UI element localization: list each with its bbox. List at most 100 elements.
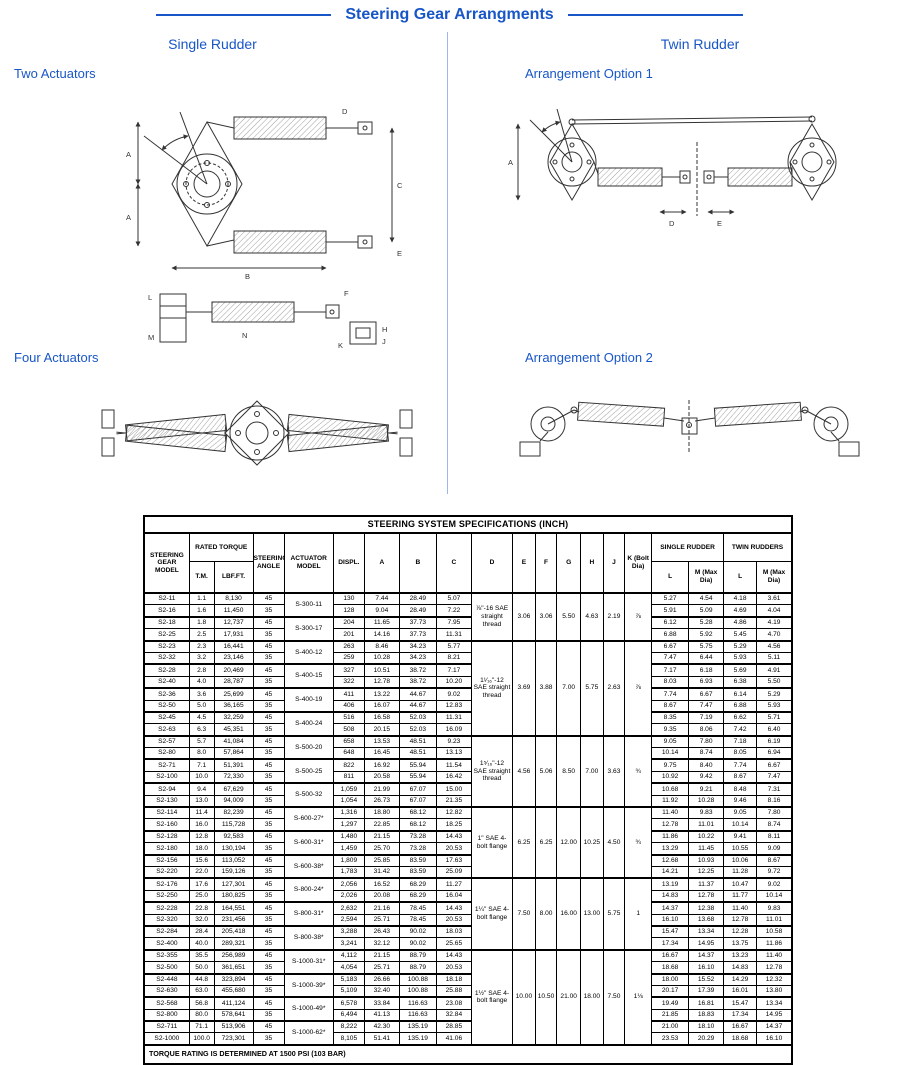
- angle-cell: 35: [252, 723, 285, 737]
- cell: 20.15: [363, 723, 400, 737]
- cell: 10.47: [723, 877, 758, 891]
- model-cell: S2-63: [143, 723, 190, 737]
- cell: 11.31: [435, 710, 472, 725]
- model-cell: S2-176: [143, 877, 190, 891]
- cell: 20.53: [435, 842, 472, 856]
- cell: 9.02: [435, 687, 472, 701]
- cell: 18.18: [435, 972, 472, 986]
- dim-label: K: [338, 341, 343, 350]
- cell: 16.45: [363, 747, 400, 760]
- cell: 8.67: [723, 770, 758, 784]
- angle-cell: 35: [252, 984, 285, 998]
- displacement-cell: 508: [332, 723, 365, 737]
- cell: 20.08: [363, 889, 400, 903]
- cell: 6.14: [723, 687, 758, 701]
- cell: 130,194: [213, 842, 254, 856]
- cell: 7.22: [435, 604, 472, 618]
- cell: 7.47: [688, 699, 725, 713]
- dim-label: E: [397, 249, 402, 258]
- cell: 17.6: [188, 877, 215, 891]
- cell: 8.16: [756, 794, 793, 808]
- cell: 256,989: [213, 948, 254, 963]
- cell: 6.93: [688, 675, 725, 689]
- dim-cell: 8.50: [556, 734, 582, 808]
- cell: 92,583: [213, 829, 254, 844]
- cell: 723,301: [213, 1032, 254, 1046]
- catalog-page: { "colors": { "accent": "#1856C8" }, "pa…: [14, 6, 860, 1065]
- cell: 231,456: [213, 913, 254, 927]
- cell: 26.66: [363, 972, 400, 986]
- col-header-twin-m: M (Max Dia): [756, 561, 793, 594]
- cell: 67.07: [398, 782, 437, 796]
- actuator-cell: S-500-32: [283, 782, 334, 808]
- cell: 7.95: [435, 615, 472, 630]
- cell: 21.15: [363, 948, 400, 963]
- cell: 28.49: [398, 604, 437, 618]
- cell: 9.72: [756, 865, 793, 879]
- cell: 56.8: [188, 996, 215, 1010]
- cell: 4.91: [756, 663, 793, 677]
- cell: 4.86: [723, 615, 758, 630]
- cell: 14.43: [435, 948, 472, 963]
- cell: 12.8: [188, 829, 215, 844]
- cell: 31.42: [363, 865, 400, 879]
- cell: 10.28: [688, 794, 725, 808]
- angle-cell: 45: [252, 996, 285, 1010]
- dim-label: A: [126, 213, 131, 222]
- cell: 14.37: [688, 948, 725, 963]
- dim-cell: 4.63: [580, 592, 604, 642]
- cell: 11.77: [723, 889, 758, 903]
- cell: 20.53: [435, 961, 472, 974]
- cell: 94,009: [213, 794, 254, 808]
- col-header-single-m: M (Max Dia): [688, 561, 725, 594]
- actuator-cell: S-300-11: [283, 592, 334, 618]
- actuator-cell: S-800-31*: [283, 901, 334, 927]
- model-cell: S2-160: [143, 818, 190, 832]
- cell: 4.56: [756, 639, 793, 653]
- model-cell: S2-630: [143, 984, 190, 998]
- dim-label: L: [148, 293, 152, 302]
- cell: 11.01: [756, 913, 793, 927]
- cell: 5.7: [188, 734, 215, 749]
- cell: 13.13: [435, 747, 472, 760]
- displacement-cell: 1,054: [332, 794, 365, 808]
- col-header-c: C: [435, 532, 472, 594]
- cell: 14.16: [363, 628, 400, 642]
- four-actuators-diagram: [101, 400, 413, 466]
- dim-cell: ⅞: [624, 592, 653, 642]
- cell: 12.83: [435, 699, 472, 713]
- angle-cell: 45: [252, 758, 285, 772]
- cell: 9.05: [651, 734, 690, 749]
- angle-cell: 45: [252, 924, 285, 939]
- cell: 14.43: [435, 901, 472, 915]
- cell: 12.78: [723, 913, 758, 927]
- col-header-b: B: [398, 532, 437, 594]
- model-cell: S2-448: [143, 972, 190, 986]
- displacement-cell: 3,241: [332, 937, 365, 951]
- displacement-cell: 658: [332, 734, 365, 749]
- cell: 25.88: [435, 984, 472, 998]
- displacement-cell: 4,054: [332, 961, 365, 974]
- cell: 6.67: [756, 758, 793, 772]
- cell: 18.68: [723, 1032, 758, 1046]
- cell: 50.0: [188, 961, 215, 974]
- displacement-cell: 822: [332, 758, 365, 772]
- cell: 8.46: [363, 639, 400, 653]
- angle-cell: 45: [252, 1020, 285, 1034]
- col-header-angle: STEERING ANGLE: [252, 532, 285, 594]
- cell: 135.19: [398, 1032, 437, 1046]
- cell: 9.04: [363, 604, 400, 618]
- cell: 10.68: [651, 782, 690, 796]
- cell: 5.28: [688, 615, 725, 630]
- cell: 10.14: [723, 818, 758, 832]
- title-rule-right: [567, 14, 743, 16]
- cell: 16,441: [213, 639, 254, 653]
- angle-cell: 45: [252, 829, 285, 844]
- cell: 113,052: [213, 853, 254, 867]
- cell: 7.74: [723, 758, 758, 772]
